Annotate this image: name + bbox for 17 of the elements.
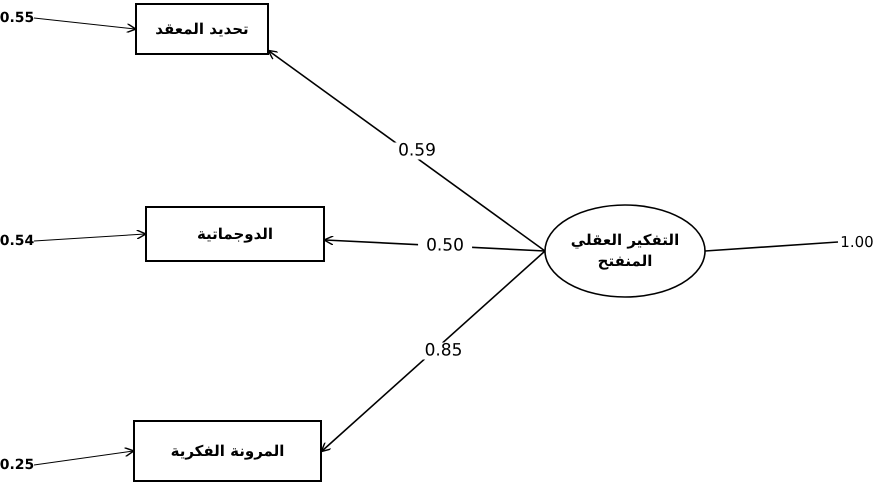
- node-label: التفكير العقلي المنفتح: [570, 230, 680, 272]
- edge-label: 0.50: [418, 237, 472, 254]
- indicator-box: [133, 420, 322, 482]
- value-label: 0.54: [0, 232, 34, 250]
- arrow: [320, 250, 546, 452]
- indicator-box: [135, 3, 269, 55]
- arrow: [34, 446, 135, 466]
- value-label: 0.25: [0, 456, 34, 474]
- arrow: [34, 229, 147, 242]
- node-label: تحديد المعقد: [155, 18, 249, 40]
- arrow: [34, 18, 137, 34]
- value-label: 0.55: [0, 8, 34, 28]
- arrow: [268, 50, 546, 252]
- indicator-box: [145, 206, 325, 262]
- node-label: المرونة الفكرية: [170, 440, 284, 462]
- node-label: الدوجماتية: [196, 224, 274, 244]
- value-label: 1.00: [840, 232, 874, 253]
